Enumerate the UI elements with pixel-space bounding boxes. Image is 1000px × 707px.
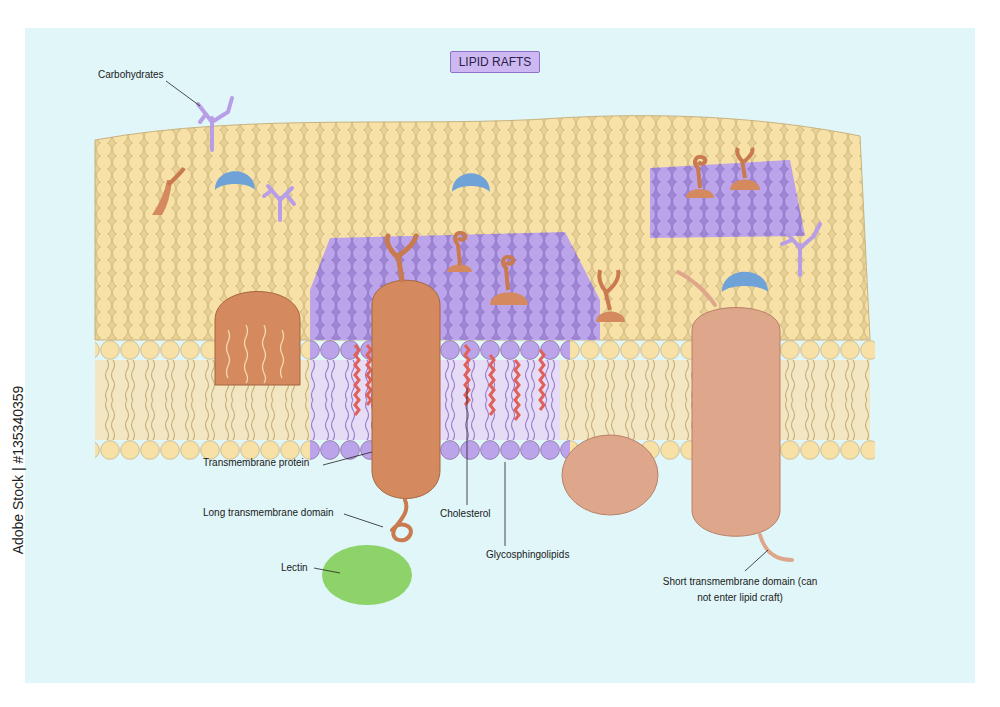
part-label: Glycosphingolipids — [486, 549, 569, 561]
carbohydrates — [198, 98, 820, 275]
blue-proteins — [215, 171, 768, 292]
part-label: Carbohydrates — [98, 69, 164, 81]
background-panel — [25, 28, 975, 683]
part-label: Transmembrane protein — [203, 457, 309, 469]
raft-top — [310, 232, 600, 340]
diagram-title: LIPID RAFTS — [450, 51, 541, 73]
raft-top — [650, 160, 805, 238]
membrane-proteins — [215, 236, 792, 605]
part-label: Lectin — [281, 562, 308, 574]
part-label: Cholesterol — [440, 508, 491, 520]
leader-lines — [166, 81, 768, 573]
watermark: Adobe Stock | #135340359 — [10, 386, 26, 555]
lectin — [322, 545, 412, 605]
part-label: Long transmembrane domain — [203, 507, 334, 519]
part-label: Short transmembrane domain (can not ente… — [655, 574, 825, 606]
glycoproteins — [152, 148, 760, 322]
